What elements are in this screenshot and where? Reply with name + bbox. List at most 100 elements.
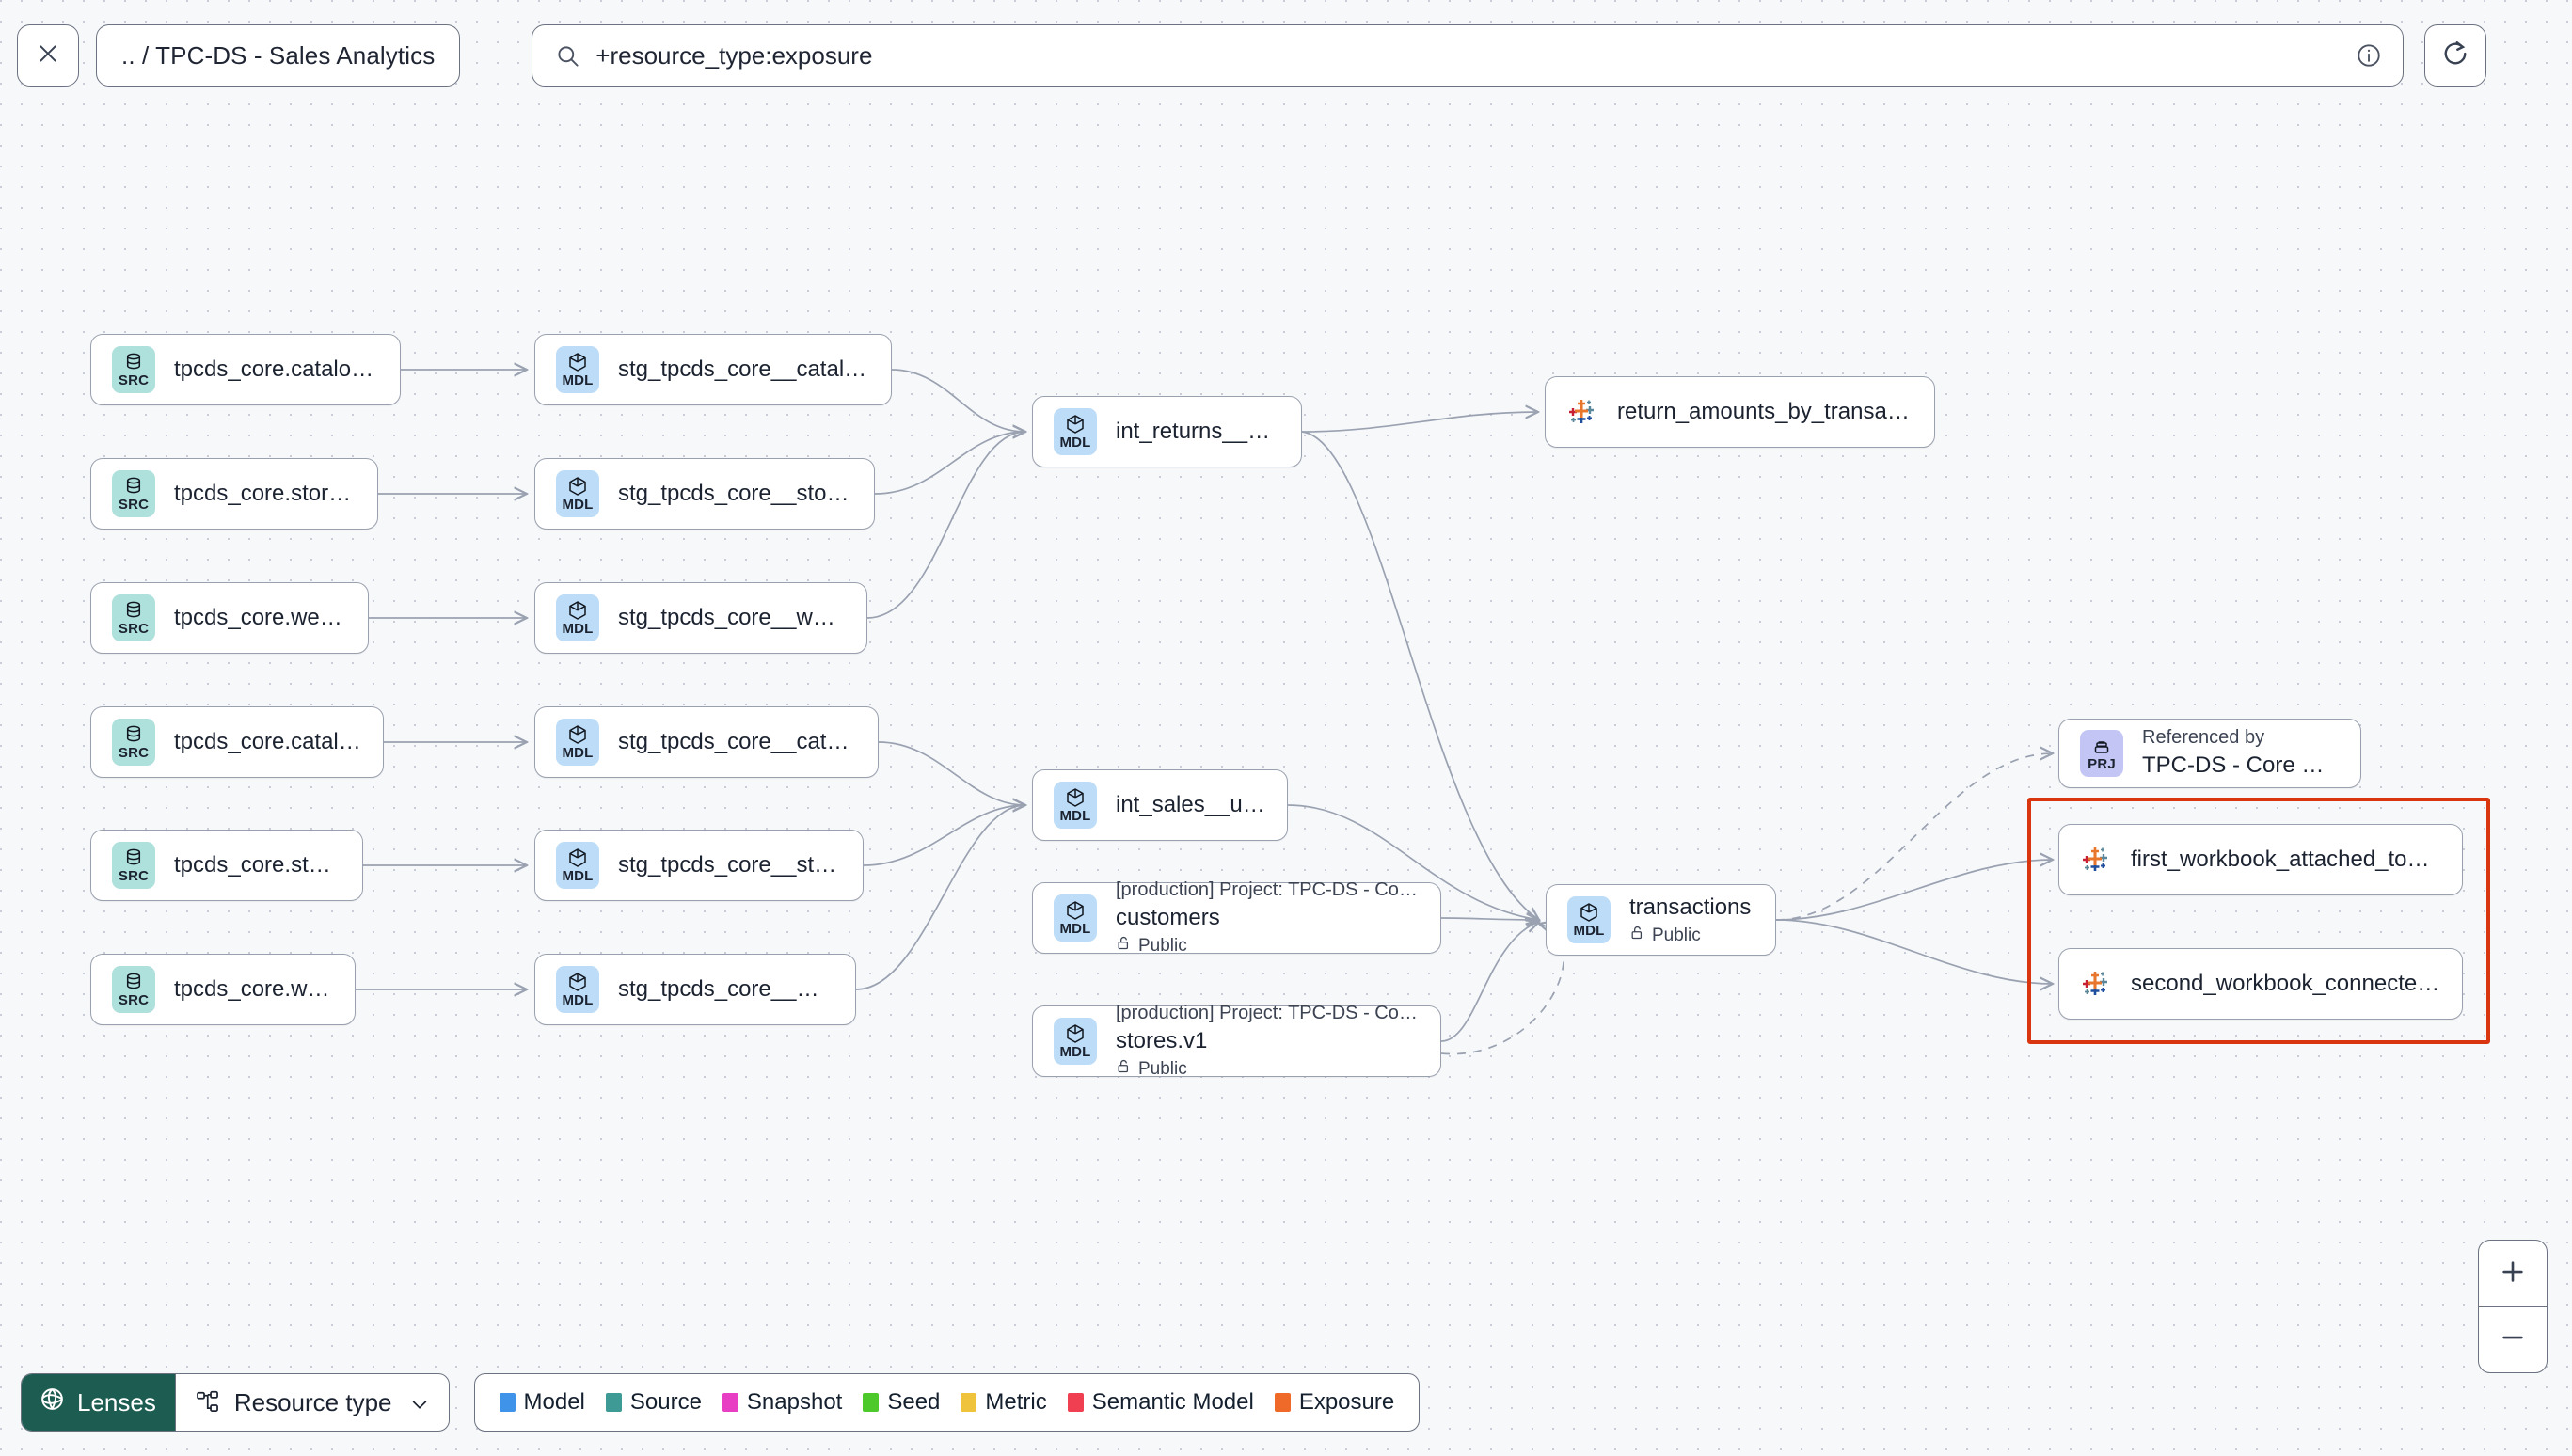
- search-bar[interactable]: +resource_type:exposure: [532, 24, 2405, 87]
- lineage-node-second-workbook[interactable]: second_workbook_connected_to_live…: [2058, 948, 2463, 1020]
- badge-text: MDL: [562, 621, 594, 638]
- legend-item: Metric: [961, 1389, 1047, 1416]
- model-badge: MDL: [1054, 782, 1097, 829]
- lineage-node-stg-store-sales[interactable]: MDL stg_tpcds_core__store_sales: [534, 830, 864, 901]
- lineage-node-stg-catalog-sales[interactable]: MDL stg_tpcds_core__catalog_sales: [534, 706, 879, 778]
- node-access-badge: Public: [1116, 935, 1420, 957]
- breadcrumb[interactable]: .. / TPC-DS - Sales Analytics: [96, 24, 461, 87]
- lineage-node-referenced-by-project[interactable]: PRJ Referenced by TPC-DS - Core Data Mod…: [2058, 719, 2361, 788]
- search-input[interactable]: +resource_type:exposure: [595, 40, 873, 70]
- lenses-label: Lenses: [77, 1387, 156, 1416]
- lineage-node-src-web-sales[interactable]: SRC tpcds_core.web_sales: [90, 954, 356, 1025]
- source-badge: SRC: [112, 966, 155, 1013]
- node-label: transactions: [1629, 894, 1752, 920]
- zoom-out-button[interactable]: [2479, 1306, 2547, 1372]
- model-badge: MDL: [1054, 894, 1097, 942]
- node-label: stg_tpcds_core__store_returns: [618, 481, 853, 506]
- node-label: stg_tpcds_core__catalog_sales: [618, 729, 857, 754]
- node-body: Referenced by TPC-DS - Core Data Models: [2142, 727, 2340, 780]
- lenses-control[interactable]: Lenses Resource type: [21, 1373, 450, 1432]
- source-badge: SRC: [112, 842, 155, 889]
- model-badge: MDL: [556, 966, 599, 1013]
- legend-label: Exposure: [1298, 1389, 1395, 1415]
- minus-icon: [2499, 1323, 2527, 1356]
- node-access-label: Public: [1138, 1058, 1187, 1079]
- lock-open-icon: [1116, 935, 1132, 957]
- lineage-node-int-returns-unioned[interactable]: MDL int_returns__unioned: [1032, 396, 1302, 467]
- badge-text: MDL: [1573, 923, 1605, 940]
- node-label: stg_tpcds_core__web_sales: [618, 976, 834, 1002]
- refresh-icon: [2441, 40, 2469, 72]
- model-badge: MDL: [556, 842, 599, 889]
- badge-text: MDL: [562, 745, 594, 762]
- search-icon: [555, 43, 580, 69]
- lineage-node-src-store-returns[interactable]: SRC tpcds_core.store_returns: [90, 458, 378, 530]
- lineage-node-customers[interactable]: MDL [production] Project: TPC-DS - Core …: [1032, 879, 1441, 957]
- node-access-label: Public: [1138, 935, 1187, 956]
- badge-text: MDL: [562, 372, 594, 389]
- node-label: second_workbook_connected_to_live…: [2131, 971, 2441, 996]
- legend-label: Metric: [985, 1389, 1047, 1415]
- breadcrumb-label: .. / TPC-DS - Sales Analytics: [121, 40, 436, 70]
- tableau-icon: [2080, 844, 2112, 876]
- node-label: first_workbook_attached_to_tpc-ds_-_…: [2131, 847, 2441, 872]
- bottom-toolbar: Lenses Resource type Model Sourc: [21, 1373, 1421, 1432]
- resource-type-dropdown[interactable]: Resource type: [174, 1374, 449, 1431]
- node-label: tpcds_core.store_sales: [174, 852, 341, 878]
- legend-swatch: [722, 1393, 738, 1412]
- lineage-node-src-catalog-sales[interactable]: SRC tpcds_core.catalog_sales: [90, 706, 384, 778]
- zoom-controls[interactable]: [2478, 1240, 2548, 1373]
- legend-swatch: [1274, 1393, 1291, 1412]
- node-access-badge: Public: [1629, 925, 1751, 946]
- resource-type-legend: Model Source Snapshot Seed Metric Semant…: [473, 1373, 1421, 1432]
- model-badge: MDL: [1054, 1018, 1097, 1065]
- lenses-button[interactable]: Lenses: [22, 1374, 175, 1431]
- lineage-node-src-catalog-returns[interactable]: SRC tpcds_core.catalog_returns: [90, 334, 401, 405]
- lineage-node-first-workbook[interactable]: first_workbook_attached_to_tpc-ds_-_…: [2058, 824, 2463, 895]
- chevron-down-icon: [409, 1392, 430, 1413]
- lock-open-icon: [1116, 1058, 1132, 1080]
- node-body: [production] Project: TPC-DS - Core Data…: [1116, 1003, 1420, 1080]
- legend-item: Seed: [863, 1389, 940, 1416]
- node-label: return_amounts_by_transaction_type: [1617, 399, 1913, 424]
- source-badge: SRC: [112, 719, 155, 766]
- legend-item: Semantic Model: [1067, 1389, 1254, 1416]
- legend-swatch: [1067, 1393, 1084, 1412]
- badge-text: MDL: [1059, 1044, 1091, 1061]
- node-label: int_sales__unioned: [1116, 792, 1266, 817]
- node-label: customers: [1116, 905, 1220, 930]
- node-label: tpcds_core.web_sales: [174, 976, 334, 1002]
- badge-text: PRJ: [2088, 756, 2116, 773]
- lineage-node-stores-v1[interactable]: MDL [production] Project: TPC-DS - Core …: [1032, 1003, 1441, 1080]
- lineage-node-transactions[interactable]: MDL transactions Public: [1546, 884, 1776, 956]
- model-badge: MDL: [1054, 408, 1097, 455]
- badge-text: SRC: [118, 745, 150, 762]
- node-label: stg_tpcds_core__catalog_returns: [618, 356, 870, 382]
- model-badge: MDL: [556, 346, 599, 393]
- model-badge: MDL: [1567, 896, 1611, 943]
- badge-text: MDL: [562, 868, 594, 885]
- lineage-node-stg-store-returns[interactable]: MDL stg_tpcds_core__store_returns: [534, 458, 875, 530]
- lineage-node-stg-web-returns[interactable]: MDL stg_tpcds_core__web_returns: [534, 582, 867, 654]
- lineage-node-src-web-returns[interactable]: SRC tpcds_core.web_returns: [90, 582, 369, 654]
- node-label: stg_tpcds_core__store_sales: [618, 852, 842, 878]
- lineage-node-stg-web-sales[interactable]: MDL stg_tpcds_core__web_sales: [534, 954, 856, 1025]
- refresh-button[interactable]: [2424, 24, 2487, 87]
- model-badge: MDL: [556, 719, 599, 766]
- node-label: stg_tpcds_core__web_returns: [618, 605, 846, 630]
- zoom-in-button[interactable]: [2479, 1241, 2547, 1306]
- lineage-node-int-sales-unioned[interactable]: MDL int_sales__unioned: [1032, 769, 1288, 841]
- badge-text: MDL: [1059, 435, 1091, 451]
- lens-icon: [39, 1385, 66, 1419]
- lineage-node-stg-catalog-returns[interactable]: MDL stg_tpcds_core__catalog_returns: [534, 334, 892, 405]
- lineage-node-src-store-sales[interactable]: SRC tpcds_core.store_sales: [90, 830, 363, 901]
- close-button[interactable]: [17, 24, 79, 87]
- lineage-node-return-amounts-by-transaction-type[interactable]: return_amounts_by_transaction_type: [1545, 376, 1935, 448]
- badge-text: MDL: [562, 497, 594, 514]
- node-access-label: Public: [1652, 925, 1701, 945]
- node-label: tpcds_core.catalog_sales: [174, 729, 362, 754]
- info-icon[interactable]: [2356, 42, 2382, 69]
- legend-swatch: [605, 1393, 622, 1412]
- close-icon: [36, 41, 60, 71]
